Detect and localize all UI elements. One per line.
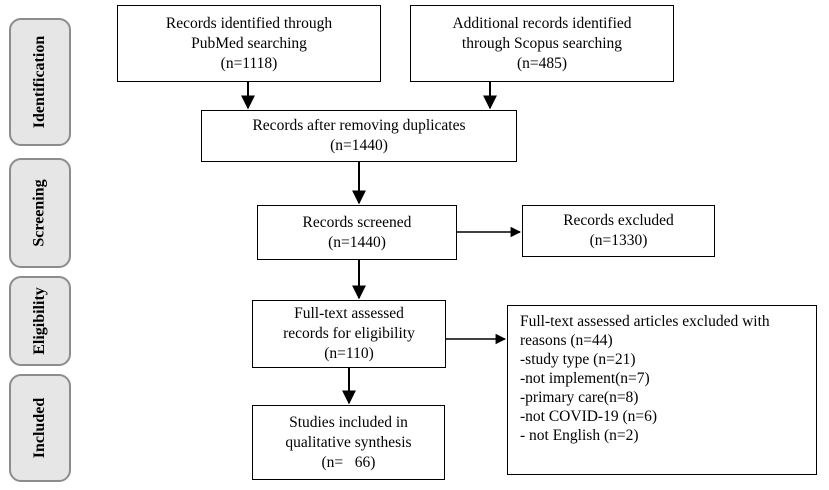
studies-included-count: (n= 66)	[321, 453, 376, 471]
fulltext-assessed-count: (n=110)	[324, 345, 374, 362]
scopus-records-box: Additional records identified through Sc…	[410, 5, 674, 82]
duplicates-removed-box: Records after removing duplicates (n=144…	[201, 110, 517, 162]
records-excluded-box: Records excluded (n=1330)	[522, 205, 715, 257]
stage-identification: Identification	[9, 18, 71, 146]
exclusion-reason-item: -study type (n=21)	[520, 351, 636, 368]
exclusion-reason-item: -primary care(n=8)	[520, 389, 639, 406]
duplicates-removed-count: (n=1440)	[330, 137, 388, 154]
exclusion-reason-item: -not implement(n=7)	[520, 370, 650, 387]
stage-eligibility: Eligibility	[9, 276, 71, 366]
scopus-records-line2: through Scopus searching	[461, 34, 623, 52]
records-screened-line1: Records screened	[302, 213, 412, 231]
records-excluded-count: (n=1330)	[589, 232, 648, 249]
exclusion-reason-item: - not English (n=2)	[520, 427, 639, 444]
stage-included: Included	[9, 374, 71, 482]
studies-included-line2: qualitative synthesis	[285, 433, 412, 451]
fulltext-assessed-line1: Full-text assessed	[294, 305, 404, 322]
fulltext-excluded-line2: reasons (n=44)	[520, 332, 613, 349]
pubmed-records-count: (n=1118)	[220, 54, 278, 72]
records-excluded-line1: Records excluded	[563, 212, 674, 229]
records-screened-box: Records screened (n=1440)	[257, 205, 457, 260]
scopus-records-line1: Additional records identified	[452, 14, 632, 32]
fulltext-assessed-box: Full-text assessed records for eligibili…	[252, 300, 446, 368]
records-screened-count: (n=1440)	[328, 233, 386, 251]
studies-included-box: Studies included in qualitative synthesi…	[252, 405, 445, 480]
fulltext-excluded-box: Full-text assessed articles excluded wit…	[507, 305, 817, 475]
exclusion-reason-item: -not COVID-19 (n=6)	[520, 408, 658, 425]
pubmed-records-line1: Records identified through	[165, 14, 333, 32]
duplicates-removed-line1: Records after removing duplicates	[252, 117, 466, 134]
pubmed-records-line2: PubMed searching	[191, 34, 307, 52]
fulltext-assessed-line2: records for eligibility	[283, 325, 415, 342]
fulltext-excluded-line1: Full-text assessed articles excluded wit…	[520, 313, 770, 330]
pubmed-records-box: Records identified through PubMed search…	[117, 5, 381, 82]
studies-included-line1: Studies included in	[289, 413, 408, 431]
stage-screening: Screening	[9, 158, 71, 268]
scopus-records-count: (n=485)	[516, 54, 568, 72]
